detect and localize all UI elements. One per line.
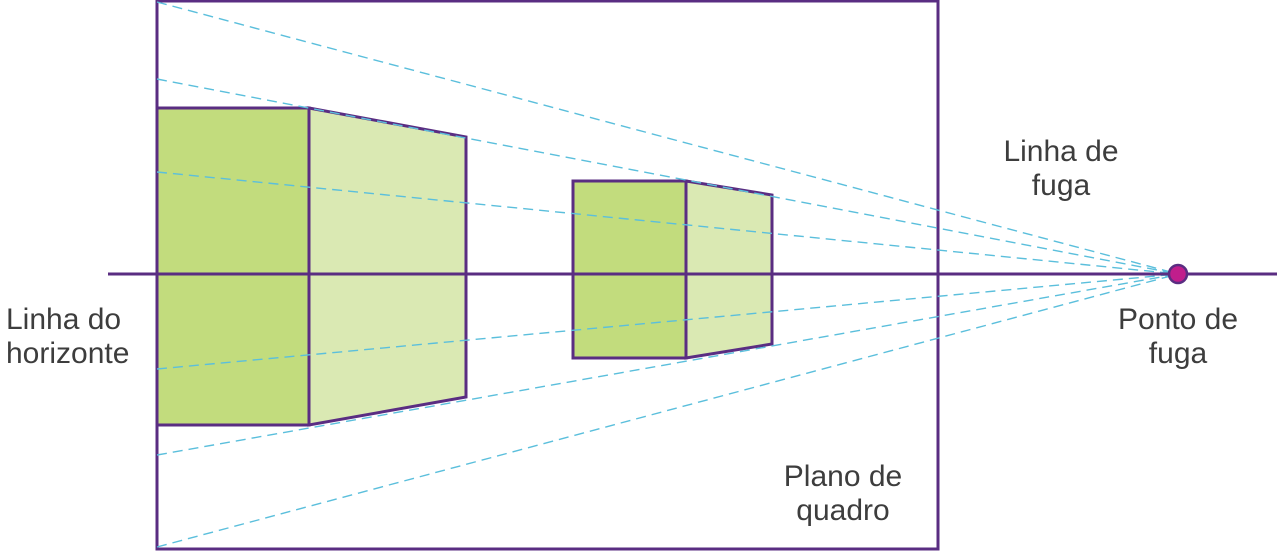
picture-plane-label-line-2: quadro (796, 494, 890, 527)
vanishing-point-label-line-2: fuga (1148, 337, 1208, 370)
vanishing-line (156, 78, 1179, 275)
picture-plane-label-line-1: Plano de (783, 460, 903, 493)
horizon-line-label: Linha do horizonte (6, 303, 129, 371)
large-box-front-face (155, 106, 311, 427)
vanishing-line-label: Linha de fuga (991, 135, 1131, 203)
horizon-line-label-line-1: Linha do (6, 303, 122, 336)
vanishing-line (156, 171, 1179, 275)
vanishing-lines (156, 1, 1179, 548)
vanishing-point-label: Ponto de fuga (1103, 303, 1253, 371)
vanishing-line (156, 273, 1179, 548)
vanishing-point-label-line-1: Ponto de (1117, 303, 1239, 336)
vanishing-line (156, 273, 1179, 370)
vanishing-line-label-line-2: fuga (1031, 169, 1091, 202)
vanishing-line (156, 1, 1179, 275)
vanishing-point (1167, 263, 1189, 285)
large-box-side-face (307, 106, 468, 427)
small-box-side-face (684, 179, 774, 360)
picture-plane-label: Plano de quadro (768, 460, 918, 528)
vanishing-line (156, 273, 1179, 456)
vanishing-line-label-line-1: Linha de (1003, 135, 1119, 168)
horizon-line-label-line-2: horizonte (6, 337, 130, 370)
small-box-front-face (571, 179, 688, 360)
